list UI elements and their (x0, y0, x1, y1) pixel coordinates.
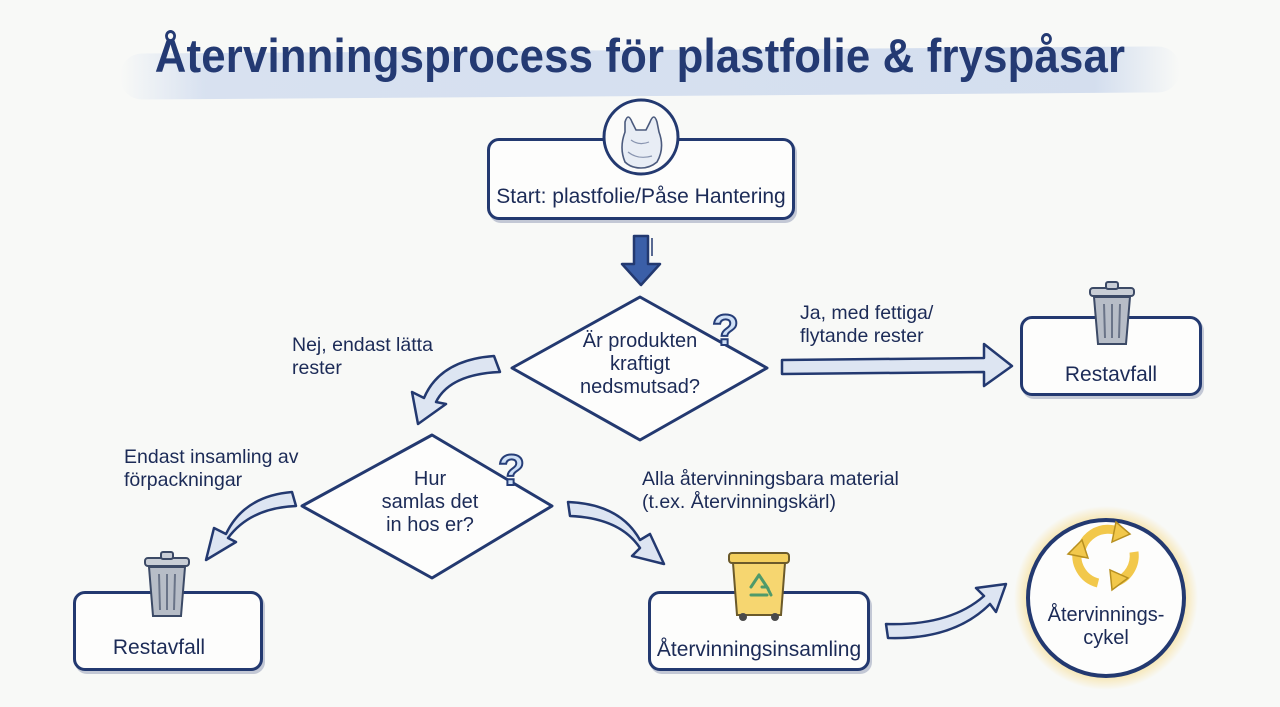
decision1-line1: Är produkten (582, 330, 698, 352)
recycle-arrows-icon (1066, 520, 1139, 592)
arrow-yes-to-restavfall (780, 342, 1014, 388)
trash-can-icon (1089, 281, 1135, 345)
arrow-insamling-to-cykel (884, 582, 1008, 640)
edge-label-packaging-line2: förpackningar (124, 469, 243, 491)
edge-label-all-line1: Alla återvinningsbara material (642, 468, 899, 490)
decision2-text: Hur samlas det in hos er? (350, 468, 510, 537)
plastic-bag-icon (602, 98, 680, 176)
edge-label-packaging-line1: Endast insamling av (124, 446, 299, 468)
edge-label-yes: Ja, med fettiga/ flytande rester (800, 302, 933, 348)
decision2-line2: samlas det (381, 491, 479, 513)
edge-label-yes-line2: flytande rester (800, 325, 924, 347)
atervinningscykel-line2: cykel (1083, 627, 1129, 649)
recycling-bin-icon (728, 552, 790, 621)
atervinningsinsamling-label: Återvinningsinsamling (656, 638, 862, 661)
decision1-line3: nedsmutsad? (579, 376, 701, 398)
arrow-no-to-decision2 (410, 354, 502, 426)
diagram-title: Återvinningsprocess för plastfolie & fry… (154, 29, 1126, 82)
decision1-text: Är produkten kraftigt nedsmutsad? (560, 330, 720, 399)
arrow-all-to-insamling (566, 500, 666, 566)
arrow-packaging-to-restavfall (204, 490, 298, 562)
decision1-line2: kraftigt (609, 353, 671, 375)
arrow-start-to-decision (620, 234, 662, 287)
atervinningsinsamling-node: Återvinningsinsamling (648, 591, 870, 671)
decision2-line1: Hur (413, 468, 447, 490)
edge-label-no-line2: rester (292, 357, 342, 379)
question-mark-icon: ? (711, 305, 740, 356)
atervinningscykel-node (1014, 506, 1198, 690)
atervinningscykel-text: Återvinnings- cykel (1030, 604, 1182, 650)
restavfall-right-label: Restavfall (1064, 363, 1158, 386)
decision2-diamond (300, 433, 554, 580)
edge-label-all-line2: (t.ex. Återvinningskärl) (642, 491, 836, 513)
question-mark-icon: ? (497, 445, 526, 496)
atervinningscykel-line1: Återvinnings- (1047, 604, 1165, 626)
decision1-diamond (510, 295, 769, 442)
edge-label-yes-line1: Ja, med fettiga/ (800, 302, 934, 324)
start-node-label: Start: plastfolie/Påse Hantering (496, 185, 786, 208)
restavfall-left-label: Restavfall (112, 636, 206, 659)
trash-can-icon (144, 551, 190, 617)
edge-label-no-line1: Nej, endast lätta (292, 334, 433, 356)
decision2-line3: in hos er? (386, 514, 474, 536)
edge-label-no: Nej, endast lätta rester (292, 334, 433, 380)
edge-label-all: Alla återvinningsbara material (t.ex. Åt… (642, 468, 899, 514)
edge-label-packaging: Endast insamling av förpackningar (124, 446, 299, 492)
